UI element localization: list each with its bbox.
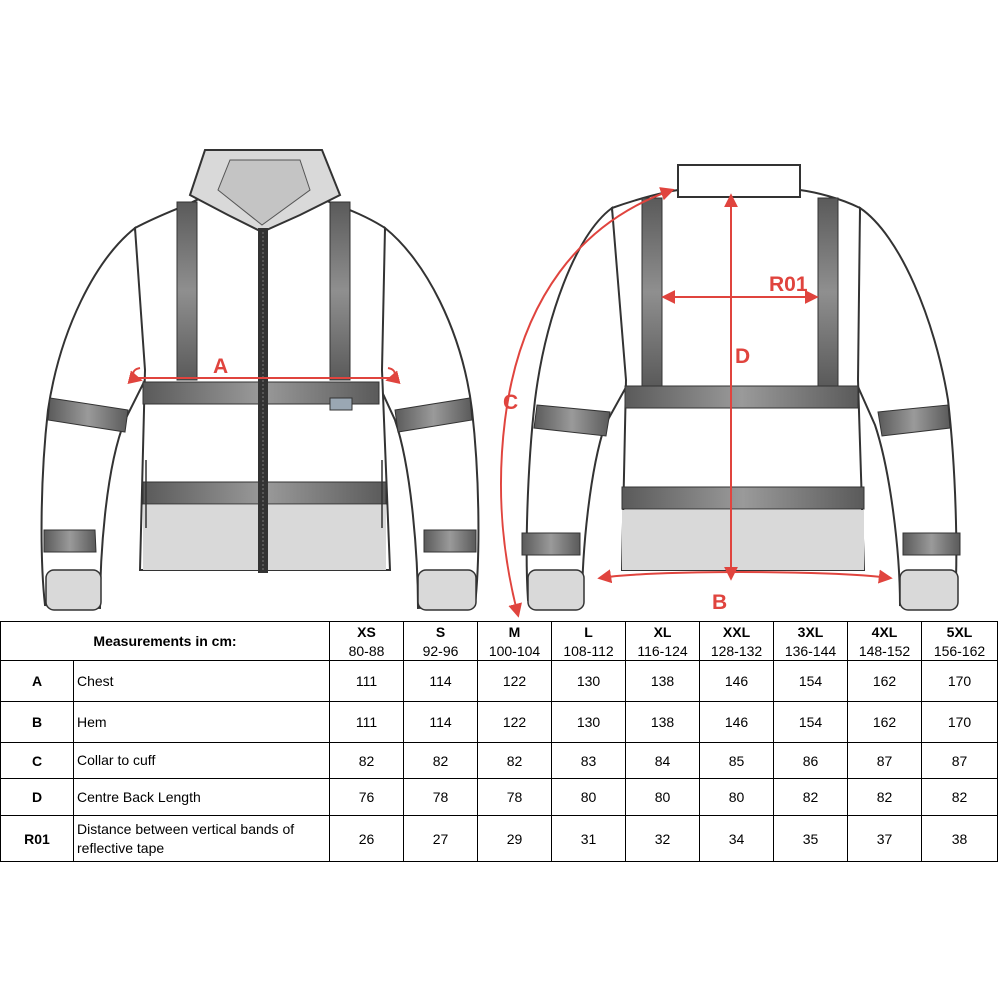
cell-value: 162 [847,701,923,743]
cell-value: 154 [773,660,849,702]
cell-value: 85 [699,742,775,779]
cell-value: 82 [847,778,923,816]
cell-value: 38 [921,815,999,862]
cell-value: 154 [773,701,849,743]
front-jacket: A [40,149,480,611]
size-range: 116-124 [625,642,701,661]
label-b: B [712,591,727,614]
size-range-row: 80-88 92-96 100-104 108-112 116-124 128-… [1,642,999,661]
back-jacket: D R01 B C [499,164,961,618]
cell-value: 80 [699,778,775,816]
cell-value: 130 [551,701,627,743]
size-range: 100-104 [477,642,553,661]
table-row: A Chest 111 114 122 130 138 146 154 162 … [0,660,999,702]
cell-value: 146 [699,660,775,702]
back-collar [677,164,801,198]
cell-value: 32 [625,815,701,862]
size-range: 148-152 [847,642,923,661]
size-range: 128-132 [699,642,775,661]
row-label: Distance between vertical bands of refle… [72,815,331,862]
cell-value: 114 [403,660,479,702]
size-name: XXL [699,621,775,642]
cell-value: 87 [847,742,923,779]
table-row: C Collar to cuff 82 82 82 83 84 85 86 87… [0,742,999,779]
cell-value: 111 [329,701,405,743]
table-row: R01 Distance between vertical bands of r… [0,815,999,862]
row-code: B [0,701,74,743]
cell-value: 26 [329,815,405,862]
size-name: 3XL [773,621,849,642]
cell-value: 146 [699,701,775,743]
cell-value: 82 [773,778,849,816]
cell-value: 27 [403,815,479,862]
cell-value: 80 [625,778,701,816]
cell-value: 86 [773,742,849,779]
label-a: A [213,355,228,378]
cell-value: 87 [921,742,999,779]
row-code: C [0,742,74,779]
cell-value: 122 [477,701,553,743]
cell-value: 80 [551,778,627,816]
size-name: M [477,621,553,642]
size-name: S [403,621,479,642]
size-range: 80-88 [329,642,405,661]
size-range: 156-162 [921,642,999,661]
cell-value: 37 [847,815,923,862]
size-name: L [551,621,627,642]
table-row: D Centre Back Length 76 78 78 80 80 80 8… [0,778,999,816]
cell-value: 31 [551,815,627,862]
cell-value: 83 [551,742,627,779]
row-code: R01 [0,815,74,862]
cell-value: 82 [921,778,999,816]
size-range: 92-96 [403,642,479,661]
cell-value: 170 [921,701,999,743]
size-range: 136-144 [773,642,849,661]
cell-value: 78 [477,778,553,816]
size-range: 108-112 [551,642,627,661]
cell-value: 122 [477,660,553,702]
row-code: A [0,660,74,702]
row-label: Collar to cuff [72,742,331,779]
row-code: D [0,778,74,816]
cell-value: 162 [847,660,923,702]
size-name: 5XL [921,621,999,642]
cell-value: 76 [329,778,405,816]
table-row: B Hem 111 114 122 130 138 146 154 162 17… [0,701,999,743]
cell-value: 34 [699,815,775,862]
label-r01: R01 [769,273,808,296]
size-name: XL [625,621,701,642]
cell-value: 111 [329,660,405,702]
cell-value: 35 [773,815,849,862]
table-title: Measurements in cm: [0,621,331,661]
cell-value: 170 [921,660,999,702]
cell-value: 84 [625,742,701,779]
jacket-diagram: A D R01 B C [40,149,961,618]
cell-value: 82 [403,742,479,779]
size-name-row: Measurements in cm: XS S M L XL XXL 3XL … [0,621,999,661]
row-label: Centre Back Length [72,778,331,816]
cell-value: 114 [403,701,479,743]
cell-value: 138 [625,701,701,743]
back-right-sleeve [853,206,958,607]
cell-value: 82 [477,742,553,779]
cell-value: 138 [625,660,701,702]
label-d: D [735,345,750,368]
cell-value: 78 [403,778,479,816]
label-c: C [503,391,518,414]
size-name: 4XL [847,621,923,642]
cell-value: 29 [477,815,553,862]
row-label: Hem [72,701,331,743]
row-label: Chest [72,660,331,702]
size-chart-table: Measurements in cm: XS S M L XL XXL 3XL … [0,621,999,862]
cell-value: 130 [551,660,627,702]
size-name: XS [329,621,405,642]
cell-value: 82 [329,742,405,779]
